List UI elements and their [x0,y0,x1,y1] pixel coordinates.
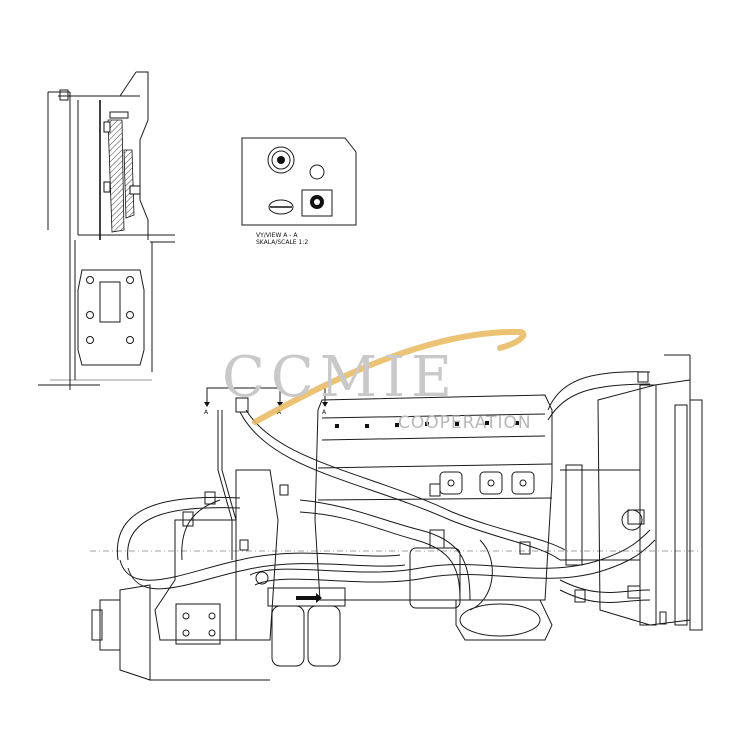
radiator-fan [560,354,703,631]
cover-bolts [335,421,519,428]
hose-clamps [182,371,667,625]
section-mark-right: A [277,409,282,416]
section-mark-upper: A [322,409,327,416]
coolant-hoses [116,371,656,611]
view-a-a-detail: VY/VIEW A - A SKALA/SCALE 1:2 [241,137,357,246]
watermark-sub-text: COOPERATION [398,413,532,433]
view-caption-line1: VY/VIEW A - A [256,232,298,239]
watermark-swoosh [252,328,527,425]
section-mark-left: A [204,409,209,416]
engine-side-view [90,354,703,681]
exhaust-ports [439,471,535,495]
ccmie-watermark: CCMIE COOPERATION [222,328,532,433]
flywheel-housing-section-view [38,71,175,390]
watermark-logo-text: CCMIE [222,345,458,410]
view-caption-line2: SKALA/SCALE 1:2 [256,239,308,246]
fuel-filters [267,587,346,667]
section-markers: A A A [204,387,328,416]
